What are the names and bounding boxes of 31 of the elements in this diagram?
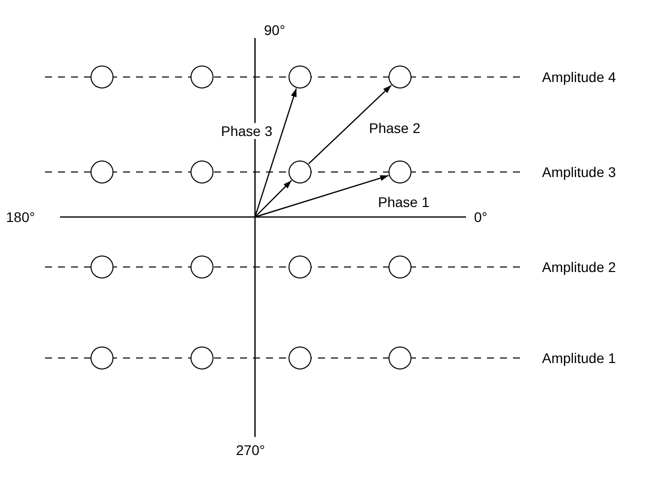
axis-label: 270°	[236, 442, 265, 458]
edge-label: Phase 2	[368, 120, 422, 136]
arrow	[254, 88, 297, 218]
constellation-point	[190, 65, 214, 89]
amplitude-label: Amplitude 4	[542, 69, 616, 85]
edge-label: Phase 1	[377, 194, 430, 210]
constellation-point	[388, 160, 412, 184]
constellation-point	[388, 346, 412, 370]
axis-label: 180°	[6, 209, 35, 225]
constellation-point	[388, 65, 412, 89]
arrow	[254, 174, 389, 218]
constellation-point	[190, 255, 214, 279]
constellation-point	[90, 255, 114, 279]
constellation-point	[288, 160, 312, 184]
amplitude-label: Amplitude 2	[542, 259, 616, 275]
arrow	[254, 180, 292, 218]
constellation-point	[288, 65, 312, 89]
constellation-point	[190, 160, 214, 184]
constellation-point	[90, 160, 114, 184]
arrow	[308, 84, 392, 164]
constellation-point	[90, 65, 114, 89]
axis-label: 90°	[264, 22, 286, 38]
constellation-point	[388, 255, 412, 279]
edge-label: Phase 3	[220, 123, 274, 139]
amplitude-label: Amplitude 3	[542, 164, 616, 180]
axis-label: 0°	[474, 209, 488, 225]
constellation-point	[288, 255, 312, 279]
amplitude-label: Amplitude 1	[542, 350, 616, 366]
constellation-point	[190, 346, 214, 370]
constellation-point	[90, 346, 114, 370]
constellation-point	[288, 346, 312, 370]
